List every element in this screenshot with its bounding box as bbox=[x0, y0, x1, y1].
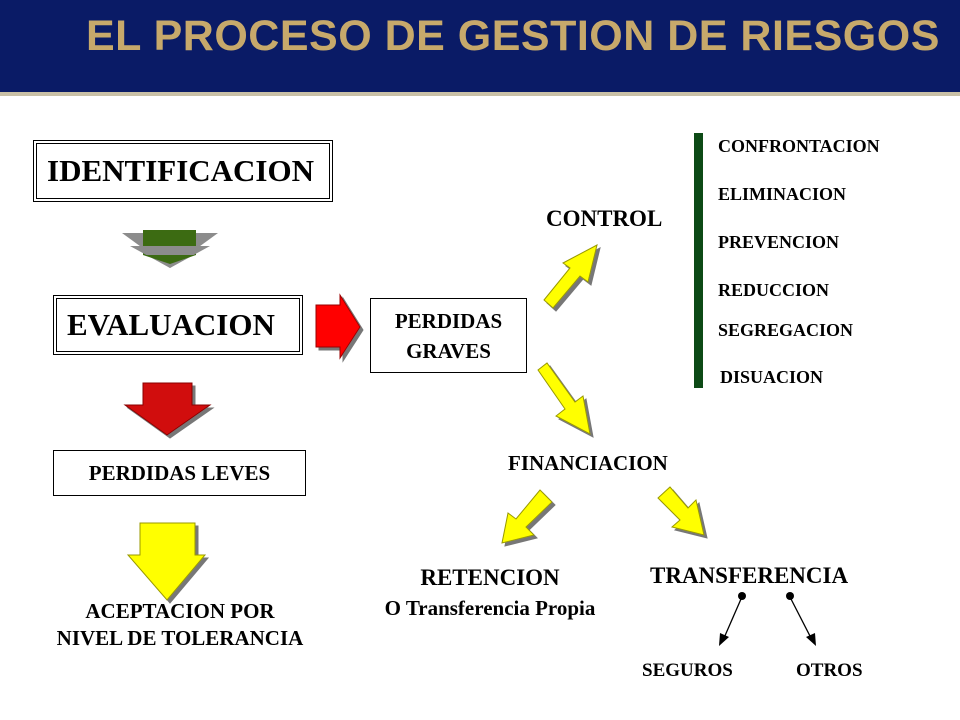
control-item-prevencion: PREVENCION bbox=[718, 232, 840, 252]
retencion-line1: RETENCION bbox=[420, 565, 560, 590]
seguros-arrow bbox=[719, 592, 746, 646]
green-down-arrow bbox=[122, 230, 218, 268]
header-divider bbox=[0, 92, 960, 96]
red-right-arrow bbox=[315, 293, 361, 360]
identificacion-box: IDENTIFICACION bbox=[33, 140, 333, 202]
page-title: EL PROCESO DE GESTION DE RIESGOS bbox=[86, 12, 940, 60]
aceptacion-line1: ACEPTACION POR bbox=[85, 599, 275, 623]
aceptacion-line2: NIVEL DE TOLERANCIA bbox=[56, 626, 304, 650]
yellow-arrow-to-retencion bbox=[501, 489, 553, 544]
yellow-arrow-to-control bbox=[543, 244, 598, 309]
control-item-reduccion: REDUCCION bbox=[718, 280, 830, 300]
yellow-down-arrow bbox=[126, 522, 207, 601]
control-item-segregacion: SEGREGACION bbox=[718, 320, 854, 340]
red-down-arrow bbox=[123, 382, 212, 436]
otros-label: OTROS bbox=[796, 660, 863, 681]
control-bar bbox=[694, 133, 703, 388]
seguros-label: SEGUROS bbox=[642, 660, 733, 681]
identificacion-label: IDENTIFICACION bbox=[47, 153, 314, 188]
perdidas-leves-box: PERDIDAS LEVES bbox=[53, 450, 306, 496]
control-item-eliminacion: ELIMINACION bbox=[718, 184, 847, 204]
yellow-arrow-to-financiacion bbox=[537, 362, 591, 435]
perdidas-graves-line1: PERDIDAS bbox=[394, 308, 503, 333]
transferencia-label: TRANSFERENCIA bbox=[650, 563, 849, 588]
retencion-line2: O Transferencia Propia bbox=[384, 596, 596, 620]
otros-arrow bbox=[786, 592, 816, 646]
control-label: CONTROL bbox=[546, 206, 663, 231]
perdidas-graves-line2: GRAVES bbox=[406, 338, 491, 363]
aceptacion-text: ACEPTACION POR NIVEL DE TOLERANCIA bbox=[30, 598, 330, 652]
control-item-confrontacion: CONFRONTACION bbox=[718, 136, 880, 156]
evaluacion-label: EVALUACION bbox=[67, 307, 275, 342]
header-bar bbox=[0, 0, 960, 92]
perdidas-graves-box: PERDIDAS GRAVES bbox=[370, 298, 527, 373]
evaluacion-box: EVALUACION bbox=[53, 295, 303, 355]
perdidas-leves-label: PERDIDAS LEVES bbox=[88, 460, 271, 485]
control-item-disuacion: DISUACION bbox=[720, 367, 824, 387]
financiacion-label: FINANCIACION bbox=[508, 451, 668, 475]
yellow-arrow-to-transferencia bbox=[657, 486, 705, 536]
retencion-text: RETENCION O Transferencia Propia bbox=[350, 563, 630, 623]
